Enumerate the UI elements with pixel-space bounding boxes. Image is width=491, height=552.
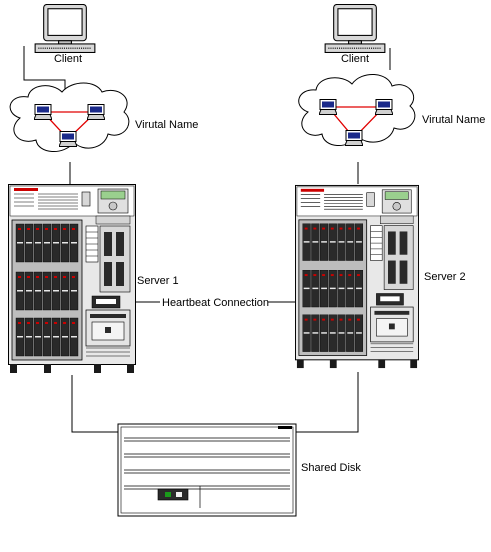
- server-2[interactable]: Server 2: [295, 184, 466, 369]
- client-1-to-cloud-wire: [23, 46, 66, 95]
- server-rack-icon: [8, 184, 136, 374]
- heartbeat-label: Heartbeat Connection: [162, 297, 269, 309]
- laptop-icon: [34, 104, 52, 120]
- monitor-icon: [324, 4, 386, 54]
- server-2-label: Server 2: [424, 271, 466, 283]
- cloud-1-label: Virutal Name: [135, 119, 198, 131]
- laptop-icon: [59, 131, 77, 147]
- client-1-label: Client: [54, 53, 82, 65]
- laptop-icon: [375, 99, 393, 115]
- virtual-name-cloud-1[interactable]: Virutal Name: [9, 82, 198, 152]
- server-1[interactable]: Server 1: [8, 184, 179, 374]
- laptop-icon: [319, 99, 337, 115]
- disk-array-icon: [117, 423, 297, 517]
- server-1-to-disk-wire: [71, 375, 120, 433]
- monitor-icon: [34, 4, 96, 54]
- shared-disk[interactable]: Shared Disk: [117, 423, 361, 517]
- server-1-label: Server 1: [137, 275, 179, 287]
- cloud-1-shape: [9, 82, 130, 152]
- server-2-to-disk-wire: [296, 372, 359, 433]
- laptop-icon: [87, 104, 105, 120]
- server-rack-icon: [295, 184, 419, 369]
- client-2[interactable]: Client: [324, 4, 386, 65]
- virtual-name-cloud-2[interactable]: Virutal Name: [298, 74, 486, 146]
- laptop-icon: [345, 130, 363, 146]
- cloud-2-label: Virutal Name: [422, 114, 485, 126]
- client-2-label: Client: [341, 53, 369, 65]
- cloud-2-shape: [298, 74, 416, 146]
- shared-disk-label: Shared Disk: [301, 462, 361, 474]
- network-wires: [23, 46, 391, 433]
- client-1[interactable]: Client: [34, 4, 96, 65]
